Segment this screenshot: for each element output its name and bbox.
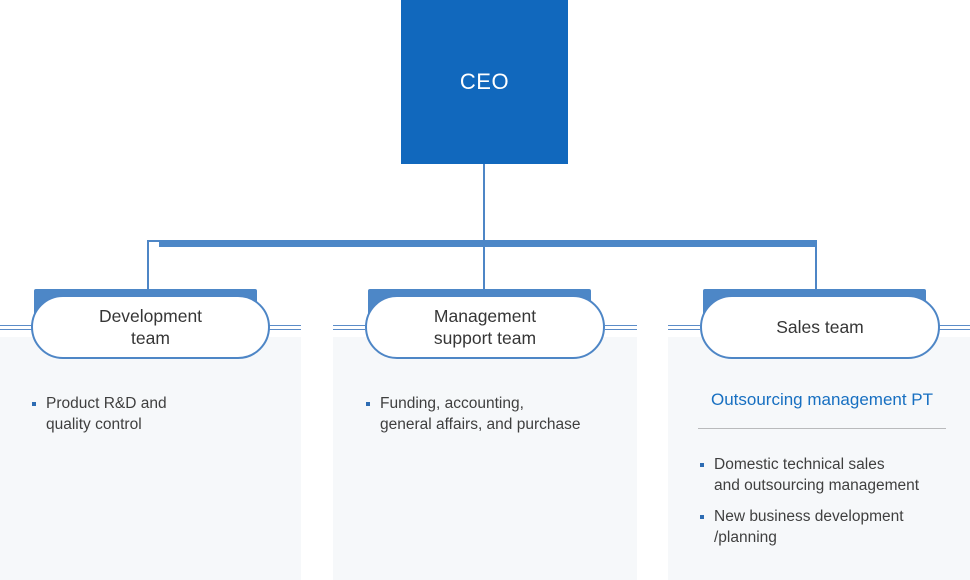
team-name-line: team [131, 328, 170, 348]
connector-drop-management [483, 247, 485, 290]
panel-management-support [333, 337, 637, 580]
list-item-line: Domestic technical sales [714, 456, 885, 473]
divider [698, 428, 946, 429]
panel-sales [668, 337, 970, 580]
connector-horizontal-bar [159, 240, 817, 247]
list-item: Funding, accounting, general affairs, an… [364, 394, 639, 435]
side-line-management-right [605, 325, 637, 330]
team-pill-sales: Sales team [700, 295, 940, 359]
list-item-text: Domestic technical sales and outsourcing… [714, 455, 919, 496]
team-name-line: Sales team [776, 317, 864, 337]
list-item: Product R&D and quality control [30, 394, 295, 435]
connector-left-stub [147, 240, 160, 242]
team-pill-development: Development team [31, 295, 270, 359]
list-item-line: New business development [714, 508, 904, 525]
list-item-line: Funding, accounting, [380, 395, 524, 412]
side-line-management-left [333, 325, 365, 330]
development-duties: Product R&D and quality control [30, 394, 295, 446]
list-item-line: and outsourcing management [714, 476, 920, 494]
side-line-left-edge [0, 325, 32, 330]
bullet-icon [32, 402, 36, 406]
bullet-icon [700, 515, 704, 519]
list-item-line: general affairs, and purchase [380, 415, 581, 433]
team-name-line: support team [433, 328, 537, 348]
list-item-text: Product R&D and quality control [46, 394, 167, 435]
connector-drop-development [147, 240, 149, 290]
team-pill-management: Management support team [365, 295, 605, 359]
connector-ceo-vertical [483, 164, 485, 241]
list-item: Domestic technical sales and outsourcing… [698, 455, 946, 496]
bullet-icon [366, 402, 370, 406]
team-name-line: Development [98, 306, 203, 326]
ceo-label: CEO [459, 69, 510, 94]
list-item-line: Product R&D and [46, 395, 167, 412]
connector-drop-sales [815, 247, 817, 290]
management-support-duties: Funding, accounting, general affairs, an… [364, 394, 639, 446]
list-item: New business development /planning [698, 507, 946, 548]
list-item-line: quality control [46, 415, 142, 433]
team-name-line: Management [433, 306, 537, 326]
side-line-right-edge [939, 325, 970, 330]
ceo-box: CEO [401, 0, 568, 164]
bullet-icon [700, 463, 704, 467]
panel-development [0, 337, 301, 580]
list-item-line: /planning [714, 528, 777, 546]
sales-duties: Outsourcing management PT Domestic techn… [698, 390, 946, 559]
outsourcing-pt-heading: Outsourcing management PT [710, 390, 934, 409]
list-item-text: Funding, accounting, general affairs, an… [380, 394, 581, 435]
side-line-development-right [269, 325, 301, 330]
list-item-text: New business development /planning [714, 507, 904, 548]
side-line-sales-left [668, 325, 700, 330]
